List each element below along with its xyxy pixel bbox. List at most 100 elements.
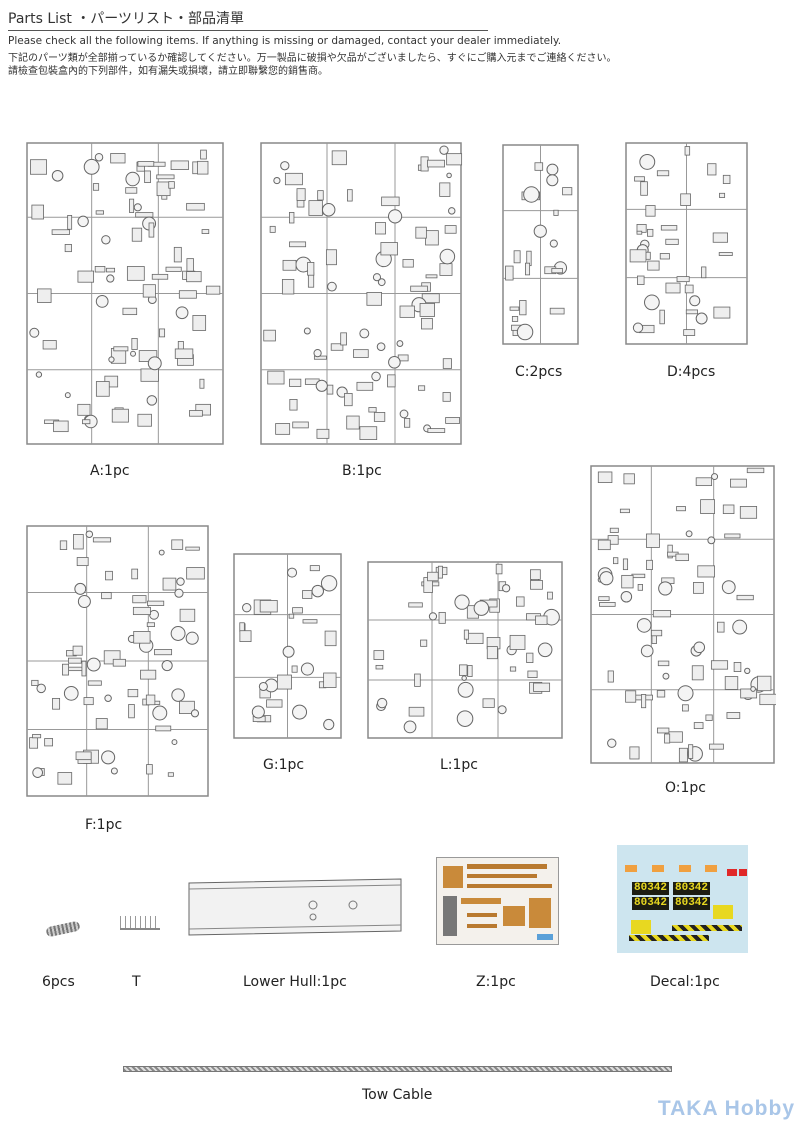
sprue-part	[77, 215, 89, 228]
sprue-part	[138, 350, 158, 362]
sprue-part	[37, 288, 52, 303]
sprue-part	[482, 698, 495, 708]
sprue-part	[200, 149, 207, 160]
sprue-part	[549, 239, 558, 248]
sprue-part	[645, 205, 656, 217]
sprue-part	[371, 371, 381, 382]
sprue-part	[622, 558, 629, 571]
sprue-part	[325, 249, 337, 266]
springs-label: 6pcs	[42, 974, 75, 990]
sprue-part	[195, 403, 211, 416]
sprue-part	[101, 235, 111, 245]
sprue-part	[323, 672, 337, 688]
sprue-g-label: G:1pc	[263, 757, 305, 773]
sprue-part	[101, 592, 112, 600]
sprue-part	[30, 159, 47, 175]
sprue-f-label: F:1pc	[85, 817, 123, 833]
sprue-part	[280, 161, 290, 171]
sprue-part	[636, 618, 652, 633]
decal-orange-4	[705, 865, 717, 872]
sprue-part	[707, 163, 717, 176]
sprue-part	[695, 312, 708, 325]
sprue-part	[744, 667, 751, 675]
sprue-part	[662, 672, 670, 680]
sprue-part	[759, 693, 776, 706]
sprue-part	[509, 634, 526, 650]
sprue-part	[380, 242, 398, 256]
sprue-part	[110, 767, 118, 775]
sprue-part	[445, 417, 461, 424]
sprue-part	[419, 303, 435, 317]
sprue-part	[652, 610, 672, 618]
sprue-part	[459, 664, 468, 676]
sprue-part	[282, 645, 295, 658]
sprue-part	[142, 284, 156, 298]
sprue-part	[428, 612, 438, 621]
sprue-part	[711, 473, 719, 481]
sprue-part	[740, 688, 758, 699]
sprue-part	[156, 181, 171, 197]
sprue-part	[147, 356, 162, 371]
sprue-part	[403, 720, 417, 734]
sprue-part	[647, 228, 654, 237]
sprue-part	[446, 172, 452, 179]
sprue-part	[619, 508, 630, 514]
sprue-part	[427, 159, 445, 168]
sprue-part	[656, 727, 670, 734]
sprue-part	[267, 370, 285, 385]
decal-number: 80342	[673, 897, 711, 910]
sprue-part	[146, 764, 153, 775]
sprue-part	[613, 557, 619, 565]
sprue-part	[36, 683, 46, 694]
sprue-part	[35, 371, 43, 378]
sprue-part	[533, 682, 551, 692]
sprue-part	[599, 571, 614, 586]
sprue-part	[101, 750, 116, 765]
sprue-part	[427, 571, 439, 582]
sprue-part	[446, 153, 463, 166]
sprue-part	[549, 307, 565, 315]
sprue-part	[82, 419, 91, 425]
t-part	[120, 916, 160, 930]
sprue-o-label: O:1pc	[665, 780, 706, 796]
sprue-part	[695, 477, 713, 487]
sprue-part	[629, 249, 647, 263]
sprue-part	[311, 584, 324, 598]
sprue-part	[693, 641, 706, 654]
sprue-part	[146, 622, 155, 627]
sprue-part	[170, 626, 186, 641]
sprue-part	[448, 207, 456, 215]
sprue-d	[624, 141, 749, 346]
sprue-part	[439, 263, 453, 276]
sprue-part	[62, 663, 69, 676]
sprue-part	[112, 658, 126, 667]
sprue-part	[684, 146, 691, 156]
sprue-part	[92, 183, 100, 191]
sprue-part	[388, 355, 401, 369]
sprue-part	[64, 392, 71, 399]
sprue-part	[282, 259, 297, 271]
sprue-part	[95, 718, 108, 730]
sprue-part	[421, 317, 433, 330]
sprue-part	[689, 295, 701, 307]
sprue-part	[179, 700, 195, 714]
sprue-part	[156, 174, 175, 180]
sprue-part	[399, 305, 415, 318]
sprue-part	[300, 662, 315, 676]
sprue-part	[288, 613, 295, 619]
sprue-part	[327, 281, 337, 292]
sprue-part	[387, 374, 396, 388]
sprue-part	[135, 212, 154, 218]
sprue-part	[439, 145, 449, 155]
sprue-part	[683, 329, 696, 336]
sprue-part	[68, 657, 82, 664]
sprue-part	[128, 704, 135, 719]
sprue-part	[509, 306, 520, 311]
note-japanese: 下記のパーツ類が全部揃っているか確認してください。万一製品に破損や欠品がございま…	[8, 53, 617, 64]
sprue-part	[186, 202, 205, 211]
sprue-part	[51, 229, 70, 235]
sprue-part	[110, 153, 126, 164]
sprue-part	[151, 273, 169, 280]
sprue-part	[414, 673, 421, 687]
sprue-part	[167, 772, 174, 777]
